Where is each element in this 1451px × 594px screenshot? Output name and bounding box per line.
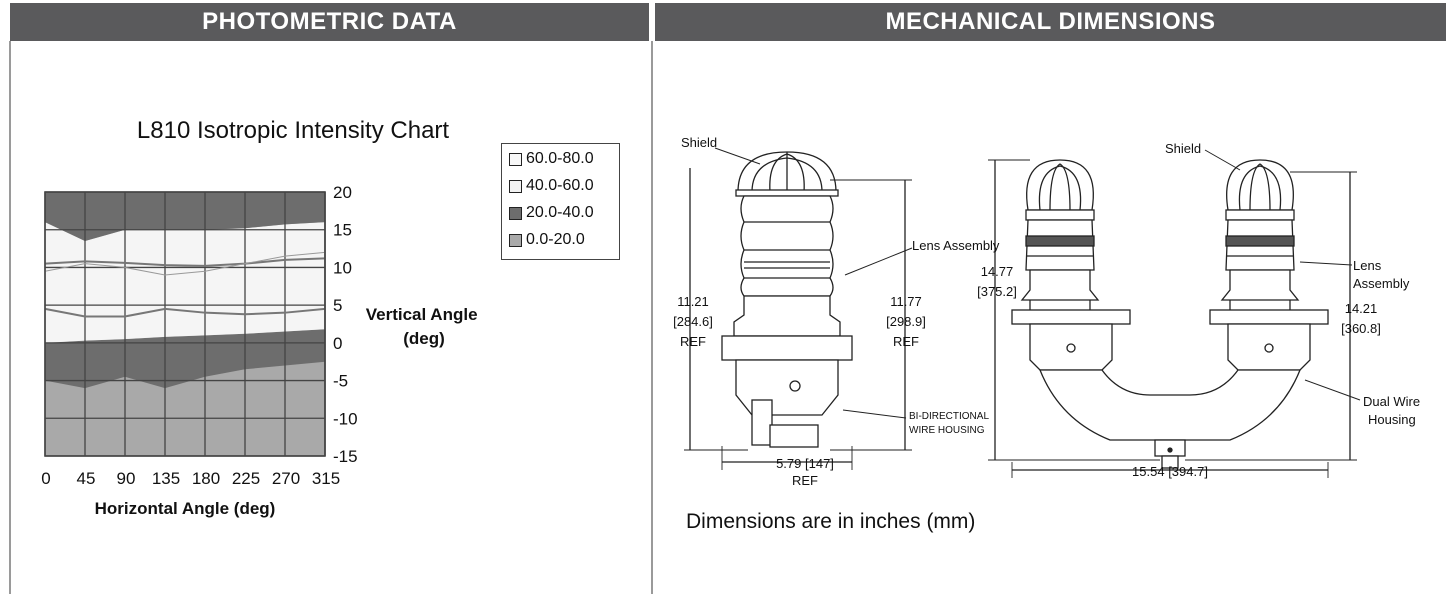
y-axis-ticks: 20 15 10 5 0 -5 -10 -15 — [333, 183, 358, 466]
panel-divider — [651, 41, 653, 594]
single-wire-housing-2: WIRE HOUSING — [909, 425, 985, 436]
dimensions-note: Dimensions are in inches (mm) — [686, 510, 976, 533]
dual-left-dim-1: 14.77 — [981, 264, 1014, 279]
x-tick-label: 90 — [117, 469, 136, 488]
y-tick-label: -15 — [333, 447, 358, 466]
mechanical-dimensions-header: MECHANICAL DIMENSIONS — [655, 3, 1446, 41]
isotropic-intensity-chart: L810 Isotropic Intensity Chart 20 15 10 5 0 -… — [41, 117, 483, 518]
single-right-dim-3: REF — [893, 334, 919, 349]
x-tick-label: 135 — [152, 469, 180, 488]
dual-light-labels: Shield Lens Assembly 14.77 [375.2] 14.21… — [977, 141, 1420, 479]
plot-area — [44, 191, 326, 457]
region-20-40-lower — [45, 329, 325, 389]
y-tick-label: 0 — [333, 334, 342, 353]
legend-item: 40.0-60.0 — [509, 177, 594, 195]
dual-shield-label: Shield — [1165, 141, 1201, 156]
y-tick-label: 15 — [333, 221, 352, 240]
legend-item: 20.0-40.0 — [509, 204, 594, 222]
legend-swatch — [509, 233, 522, 247]
dual-right-dim-2: [360.8] — [1341, 321, 1381, 336]
legend-label: 0.0-20.0 — [526, 231, 585, 248]
single-left-dim-3: REF — [680, 334, 706, 349]
x-axis-label: Horizontal Angle (deg) — [95, 499, 276, 518]
region-20-40-upper — [45, 192, 325, 242]
single-right-dim-2: [298.9] — [886, 314, 926, 329]
left-border — [9, 41, 11, 594]
contour-line — [44, 251, 326, 276]
legend-label: 20.0-40.0 — [526, 204, 594, 221]
y-tick-label: -10 — [333, 409, 358, 428]
dual-lens-assembly-label-1: Lens — [1353, 258, 1382, 273]
single-left-dim-1: 11.21 — [677, 294, 709, 309]
y-tick-label: -5 — [333, 372, 348, 391]
y-axis-label-line-1: Vertical Angle — [366, 305, 478, 324]
legend-label: 60.0-80.0 — [526, 150, 594, 167]
x-axis-ticks: 0 45 90 135 180 225 270 315 — [41, 469, 340, 488]
photometric-data-header: PHOTOMETRIC DATA — [10, 3, 649, 41]
y-tick-label: 5 — [333, 296, 342, 315]
y-axis-label-line-2: (deg) — [403, 329, 445, 348]
dual-light-drawing — [988, 149, 1361, 478]
single-light-labels: Shield Lens Assembly 11.21 [284.6] REF 1… — [673, 135, 1000, 488]
legend-item: 0.0-20.0 — [509, 231, 585, 249]
single-width-dim-1: 5.79 [147] — [776, 456, 834, 471]
contour-line — [44, 257, 326, 267]
single-shield-label: Shield — [681, 135, 717, 150]
single-width-dim-2: REF — [792, 473, 818, 488]
plot-frame — [44, 191, 326, 457]
x-tick-label: 225 — [232, 469, 260, 488]
single-lens-assembly-label: Lens Assembly — [912, 238, 1000, 253]
legend-item: 60.0-80.0 — [509, 150, 594, 168]
chart-legend: 60.0-80.0 40.0-60.0 20.0-40.0 0.0-20.0 — [501, 143, 620, 260]
dual-right-dim-1: 14.21 — [1345, 301, 1378, 316]
chart-title: L810 Isotropic Intensity Chart — [137, 117, 449, 144]
legend-swatch — [509, 152, 522, 166]
single-right-dim-1: 11.77 — [890, 294, 922, 309]
y-tick-label: 20 — [333, 183, 352, 202]
x-tick-label: 45 — [77, 469, 96, 488]
dual-lens-assembly-label-2: Assembly — [1353, 276, 1410, 291]
y-tick-label: 10 — [333, 258, 352, 277]
dual-width-dim: 15.54 [394.7] — [1132, 464, 1208, 479]
legend-swatch — [509, 179, 522, 193]
single-left-dim-2: [284.6] — [673, 314, 713, 329]
contour-line — [44, 307, 326, 318]
dual-wire-housing-1: Dual Wire — [1363, 394, 1420, 409]
x-tick-label: 270 — [272, 469, 300, 488]
dual-wire-housing-2: Housing — [1368, 412, 1416, 427]
dual-left-dim-2: [375.2] — [977, 284, 1017, 299]
y-axis-label: Vertical Angle (deg) — [366, 305, 483, 348]
single-wire-housing-1: BI-DIRECTIONAL — [909, 411, 989, 422]
single-light-drawing — [684, 147, 913, 470]
x-tick-label: 180 — [192, 469, 220, 488]
x-tick-label: 315 — [312, 469, 340, 488]
legend-label: 40.0-60.0 — [526, 177, 594, 194]
legend-swatch — [509, 206, 522, 220]
mechanical-drawing: Shield Lens Assembly 11.21 [284.6] REF 1… — [673, 135, 1420, 488]
region-40-80 — [45, 222, 325, 343]
x-tick-label: 0 — [41, 469, 50, 488]
